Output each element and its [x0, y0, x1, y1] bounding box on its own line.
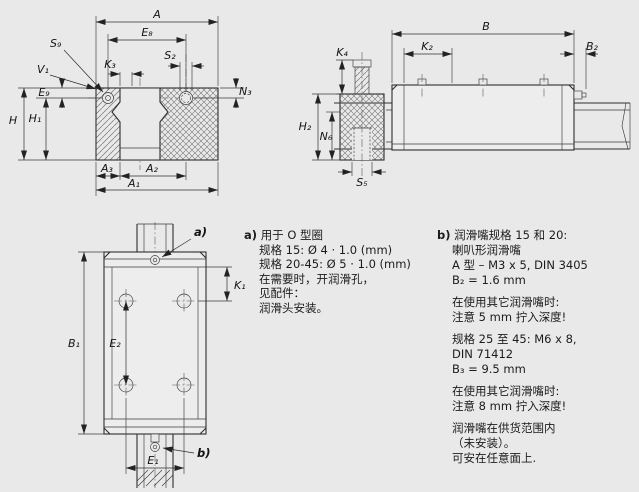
dim-label-h2: H₂	[299, 120, 312, 133]
dim-label-a1: A₁	[127, 177, 140, 190]
note-b-paragraph: 润滑嘴在供货范围内 （未安装）。 可安在任意面上.	[452, 421, 556, 465]
callout-a-label: a)	[194, 225, 207, 239]
grease-nipple-top	[150, 255, 160, 265]
dim-label-e2: E₂	[109, 337, 121, 350]
dim-label-a3: A₃	[100, 162, 114, 175]
dim-label-h1: H₁	[29, 112, 42, 125]
note-a-line: 润滑头安装。	[259, 300, 328, 315]
note-b-paragraph: 在使用其它润滑嘴时: 注意 5 mm 拧入深度!	[452, 295, 567, 324]
dim-label-s5: S₅	[356, 176, 367, 189]
note-b-paragraph: 在使用其它润滑嘴时: 注意 8 mm 拧入深度!	[452, 384, 567, 413]
dim-label-k4: K₄	[336, 46, 348, 59]
note-a-line: 规格 20-45: Ø 5 · 1.0 (mm)	[259, 257, 411, 271]
callout-b-label: b)	[197, 446, 211, 460]
dim-label-k1: K₁	[234, 279, 246, 292]
dim-label-a2: A₂	[145, 162, 159, 175]
grease-nipple-bottom	[150, 433, 160, 443]
rail-profile	[111, 87, 169, 161]
note-a-line: 见配件：	[259, 286, 305, 300]
dim-label-h: H	[9, 114, 17, 127]
dim-label-e1: E₁	[147, 454, 158, 467]
dim-label-v1: V₁	[37, 63, 49, 76]
front-section-view: A E₈ S₉ V₁ K₃ S₂ N₃ E₉ H	[9, 8, 252, 196]
dim-label-k3: K₃	[104, 58, 116, 71]
dim-label-e8: E₈	[141, 26, 153, 39]
carriage-top-view	[103, 251, 207, 435]
note-b: b) 润滑嘴规格 15 和 20: 喇叭形润滑嘴 A 型 – M3 x 5, D…	[437, 228, 637, 473]
dim-label-a: A	[152, 8, 161, 21]
dim-label-b: B	[482, 20, 490, 33]
screw-shaft	[355, 67, 369, 94]
grease-nipple-end	[573, 90, 583, 100]
mount-hole	[102, 92, 114, 104]
dim-label-b1: B₁	[68, 337, 80, 350]
note-a: a) 用于 O 型圈 规格 15: Ø 4 · 1.0 (mm) 规格 20-4…	[244, 228, 429, 315]
dim-label-b2: B₂	[586, 40, 599, 53]
lube-ports	[417, 74, 549, 98]
dim-label-s2: S₂	[164, 49, 176, 62]
dim-label-s9: S₉	[50, 37, 62, 50]
dim-label-n3: N₃	[239, 85, 252, 98]
note-a-line: a) 用于 O 型圈	[244, 228, 324, 242]
note-b-paragraph: b) 润滑嘴规格 15 和 20: 喇叭形润滑嘴 A 型 – M3 x 5, D…	[437, 228, 588, 287]
note-a-marker: a)	[244, 228, 258, 242]
dim-label-e9: E₉	[38, 86, 50, 99]
note-b-marker: b)	[437, 228, 451, 242]
dim-label-k2: K₂	[421, 40, 433, 53]
side-view: B K₂ B₂ K₄ H₂ N₆ S₅	[299, 20, 631, 189]
dim-label-n6: N₆	[320, 130, 333, 143]
note-a-line: 在需要时，开润滑孔，	[259, 271, 374, 286]
note-a-line: 规格 15: Ø 4 · 1.0 (mm)	[259, 242, 393, 257]
note-b-paragraph: 规格 25 至 45: M6 x 8, DIN 71412 B₃ = 9.5 m…	[452, 332, 577, 376]
top-view: K₁ B₁ E₂ E₁ a) b)	[68, 222, 246, 488]
